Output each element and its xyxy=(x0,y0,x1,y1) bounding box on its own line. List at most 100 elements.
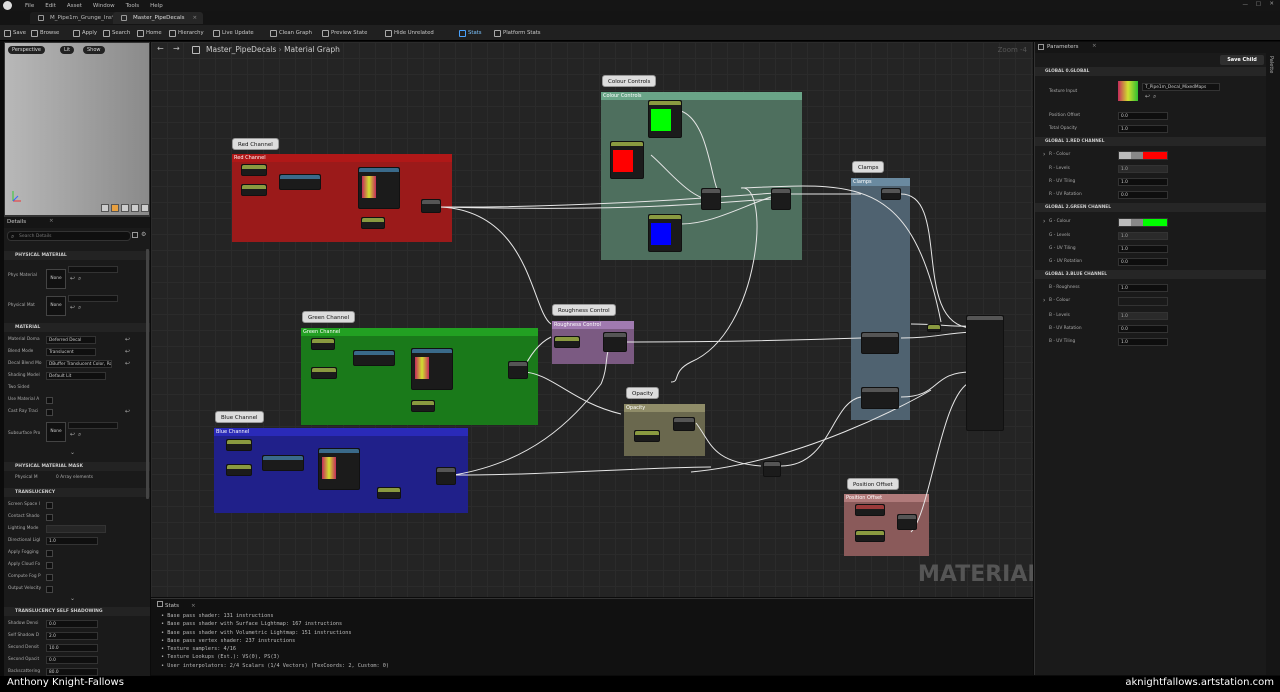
node-scalar-blue[interactable] xyxy=(226,464,252,476)
close-window-icon[interactable]: ✕ xyxy=(1269,1,1274,7)
preview-state-button[interactable]: Preview State xyxy=(322,28,367,38)
subsurface-profile-thumbnail[interactable]: None xyxy=(46,422,66,442)
compute-fog-per-pixel-checkbox[interactable] xyxy=(46,574,53,581)
close-tab-icon[interactable]: × xyxy=(191,603,196,609)
b-colour-swatch[interactable] xyxy=(1118,297,1168,306)
section-global-2-green[interactable]: GLOBAL 2.GREEN CHANNEL xyxy=(1035,203,1267,212)
total-opacity-input[interactable]: 1.0 xyxy=(1118,125,1168,133)
section-physical-material-mask[interactable]: PHYSICAL MATERIAL MASK xyxy=(4,462,150,471)
plane-icon[interactable] xyxy=(121,204,129,212)
r-colour-swatch[interactable] xyxy=(1118,151,1168,160)
teapot-icon[interactable] xyxy=(141,204,149,212)
node-scalar-position-offset[interactable] xyxy=(855,504,885,516)
node-reroute[interactable] xyxy=(927,324,941,332)
g-uv-tiling-input[interactable]: 1.0 xyxy=(1118,245,1168,253)
node-scalar-roughness[interactable] xyxy=(554,336,580,348)
apply-button[interactable]: Apply xyxy=(73,28,97,38)
shadow-density-input[interactable]: 0.0 xyxy=(46,620,98,628)
screen-space-reflections-checkbox[interactable] xyxy=(46,502,53,509)
close-tab-icon[interactable]: × xyxy=(1092,43,1097,49)
node-lerp-roughness[interactable] xyxy=(603,332,627,352)
node-texture-sample-green[interactable] xyxy=(411,348,453,390)
lighting-mode-dropdown[interactable] xyxy=(46,525,106,533)
hide-unrelated-button[interactable]: Hide Unrelated xyxy=(385,28,434,38)
node-add-opacity[interactable] xyxy=(763,461,781,477)
section-translucency-self-shadowing[interactable]: TRANSLUCENCY SELF SHADOWING xyxy=(4,607,150,616)
node-multiply-offset[interactable] xyxy=(897,514,917,530)
directional-lighting-intensity-input[interactable]: 1.0 xyxy=(46,537,98,545)
reset-icon[interactable]: ↩ xyxy=(70,275,76,282)
chevron-down-icon[interactable]: ⌄ xyxy=(70,449,76,456)
texture-thumbnail[interactable] xyxy=(1118,81,1138,101)
search-icon[interactable]: ⌕ xyxy=(78,431,82,438)
reset-icon[interactable]: ↩ xyxy=(70,431,76,438)
node-texcoord-green[interactable] xyxy=(311,338,335,350)
node-power-blue[interactable] xyxy=(436,467,456,485)
reset-icon[interactable]: ↩ xyxy=(70,304,76,311)
asset-picker-dropdown[interactable] xyxy=(68,422,118,429)
node-vector-blue[interactable] xyxy=(648,214,682,252)
node-rotator-blue[interactable] xyxy=(262,455,304,471)
phys-material-thumbnail[interactable]: None xyxy=(46,269,66,289)
menu-file[interactable]: File xyxy=(25,2,35,9)
section-translucency[interactable]: TRANSLUCENCY xyxy=(4,488,150,497)
second-opacity-input[interactable]: 0.0 xyxy=(46,656,98,664)
contact-shadows-checkbox[interactable] xyxy=(46,514,53,521)
node-vector-red[interactable] xyxy=(610,141,644,179)
node-lerp-1[interactable] xyxy=(701,188,721,210)
show-button[interactable]: Show xyxy=(83,46,105,54)
preview-viewport[interactable]: Perspective Lit Show xyxy=(4,42,150,216)
comment-bubble-clamps[interactable]: Clamps xyxy=(852,161,885,173)
self-shadow-density-input[interactable]: 2.0 xyxy=(46,632,98,640)
chevron-right-icon[interactable]: › xyxy=(1043,218,1046,225)
r-levels-input[interactable]: 1.0 xyxy=(1118,165,1168,173)
hierarchy-button[interactable]: Hierarchy xyxy=(169,28,204,38)
reset-icon[interactable]: ↩ xyxy=(125,408,131,415)
b-levels-input[interactable]: 1.0 xyxy=(1118,312,1168,320)
node-vector-green[interactable] xyxy=(648,100,682,138)
menu-tools[interactable]: Tools xyxy=(125,2,140,9)
b-uv-rotation-input[interactable]: 0.0 xyxy=(1118,325,1168,333)
sphere-icon[interactable] xyxy=(111,204,119,212)
forward-arrow-icon[interactable]: → xyxy=(173,44,180,53)
breadcrumb-material[interactable]: Master_PipeDecals xyxy=(206,45,277,54)
cylinder-icon[interactable] xyxy=(101,204,109,212)
physical-material-thumbnail[interactable]: None xyxy=(46,296,66,316)
live-update-button[interactable]: Live Update xyxy=(213,28,254,38)
search-icon[interactable]: ⌕ xyxy=(1153,93,1157,100)
comment-bubble-roughness-control[interactable]: Roughness Control xyxy=(552,304,616,316)
material-domain-dropdown[interactable]: Deferred Decal xyxy=(46,336,96,344)
clean-graph-button[interactable]: Clean Graph xyxy=(270,28,312,38)
section-global-3-blue[interactable]: GLOBAL 3.BLUE CHANNEL xyxy=(1035,270,1267,279)
node-scalar-opacity[interactable] xyxy=(634,430,660,442)
b-roughness-input[interactable]: 1.0 xyxy=(1118,284,1168,292)
g-uv-rotation-input[interactable]: 0.0 xyxy=(1118,258,1168,266)
palette-sidebar[interactable]: Palette xyxy=(1266,42,1280,675)
asset-picker-dropdown[interactable] xyxy=(68,266,118,273)
tab-master-pipedecals[interactable]: Master_PipeDecals× xyxy=(113,12,204,24)
node-scalar-levels-green[interactable] xyxy=(411,400,435,412)
node-scalar-levels[interactable] xyxy=(361,217,385,229)
comment-bubble-position-offset[interactable]: Position Offset xyxy=(847,478,899,490)
reset-icon[interactable]: ↩ xyxy=(125,348,131,355)
node-rotator-green[interactable] xyxy=(353,350,395,366)
output-velocity-checkbox[interactable] xyxy=(46,586,53,593)
reset-icon[interactable]: ↩ xyxy=(125,336,131,343)
asset-picker-dropdown[interactable] xyxy=(68,295,118,302)
second-density-input[interactable]: 10.0 xyxy=(46,644,98,652)
node-scalar-green[interactable] xyxy=(311,367,337,379)
node-lerp-2[interactable] xyxy=(771,188,791,210)
reset-icon[interactable]: ↩ xyxy=(1145,93,1151,100)
node-texture-sample[interactable] xyxy=(358,167,400,209)
apply-cloud-fogging-checkbox[interactable] xyxy=(46,562,53,569)
chevron-right-icon[interactable]: › xyxy=(1043,297,1046,304)
cube-icon[interactable] xyxy=(131,204,139,212)
node-vertex-normal[interactable] xyxy=(855,530,885,542)
material-graph-canvas[interactable]: ← → Master_PipeDecals › Material Graph Z… xyxy=(151,42,1033,597)
node-clamp-1[interactable] xyxy=(881,188,901,200)
node-material-output[interactable] xyxy=(966,315,1004,431)
menu-window[interactable]: Window xyxy=(92,2,115,9)
view-options-icon[interactable] xyxy=(132,232,138,238)
blend-mode-dropdown[interactable]: Translucent xyxy=(46,348,96,356)
node-scalar-parameter[interactable] xyxy=(241,184,267,196)
